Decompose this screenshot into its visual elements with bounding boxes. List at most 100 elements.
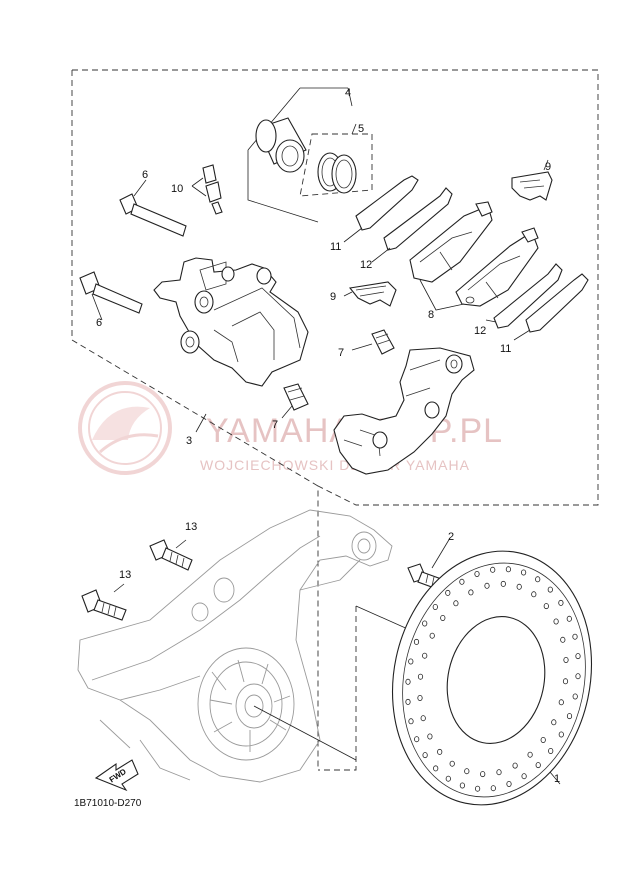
- pad-spring-lower: [343, 281, 397, 307]
- brake-pad-left: [409, 201, 493, 283]
- disc-hole: [408, 718, 414, 725]
- piston: [255, 117, 307, 173]
- disc-hole: [506, 781, 512, 788]
- disc-hole: [422, 752, 428, 759]
- disc-hole: [516, 583, 522, 590]
- disc-hole: [429, 632, 435, 639]
- disc-hole: [547, 586, 553, 593]
- disc-hole: [480, 771, 486, 778]
- disc-hole: [449, 760, 455, 767]
- callout-12-right: 12: [474, 325, 486, 337]
- callout-12-left: 12: [360, 259, 372, 271]
- disc-hole: [474, 785, 481, 792]
- callout-2: 2: [448, 531, 454, 543]
- disc-hole: [422, 620, 428, 627]
- disc-hole: [445, 775, 451, 782]
- disc-hole: [417, 695, 423, 702]
- piston-seals: [317, 152, 357, 194]
- disc-hole: [405, 678, 411, 685]
- caliper-assembly-boundary: [71, 69, 599, 770]
- disc-hole: [484, 582, 490, 589]
- callout-13-lower: 13: [119, 569, 131, 581]
- pad-spring-upper: [511, 159, 553, 201]
- callout-7-lower: 7: [272, 419, 278, 431]
- callout-2-leader: [431, 537, 451, 569]
- disc-hole: [543, 603, 549, 610]
- caliper-bracket: [333, 347, 475, 475]
- disc-hole: [548, 748, 554, 755]
- callout-3: 3: [186, 435, 192, 447]
- disc-hole: [453, 600, 459, 607]
- bleed-screw: [191, 164, 223, 215]
- callout-3-leader: [195, 413, 207, 433]
- callout-5-leader: [351, 123, 357, 135]
- axle-centerline: [253, 705, 357, 761]
- callout-13-upper: 13: [185, 521, 197, 533]
- disc-hole: [551, 719, 557, 726]
- callout-11-left: 11: [330, 241, 341, 253]
- disc-holes: [405, 566, 581, 792]
- disc-hole: [490, 566, 496, 573]
- disc-hole: [437, 748, 443, 755]
- callout-6-upper: 6: [142, 169, 148, 181]
- watermark-logo-icon: [78, 381, 172, 475]
- disc-hole: [575, 653, 581, 660]
- disc-hole: [427, 733, 433, 740]
- disc-hole: [540, 737, 546, 744]
- disc-hole: [433, 765, 439, 772]
- disc-hole: [432, 604, 438, 611]
- shim-right: [513, 273, 589, 341]
- disc-hole: [500, 580, 506, 587]
- shim-right-inner: [485, 263, 563, 329]
- callout-8: 8: [428, 309, 434, 321]
- disc-hole: [535, 762, 541, 769]
- disc-hole: [445, 589, 451, 596]
- brake-disc: [391, 550, 593, 806]
- callout-9-upper: 9: [545, 161, 551, 173]
- disc-hole: [558, 599, 564, 606]
- disc-hole: [405, 698, 411, 705]
- disc-boundary-corner: [355, 605, 411, 631]
- slide-pin-upper: [119, 179, 187, 237]
- boot-upper: [351, 329, 395, 355]
- disc-hole: [459, 782, 465, 789]
- disc-hole: [459, 578, 465, 585]
- callout-9-lower: 9: [330, 291, 336, 303]
- disc-hole: [408, 658, 414, 665]
- swingarm: [77, 509, 393, 783]
- disc-hole: [558, 731, 564, 738]
- disc-hole: [496, 769, 502, 776]
- callout-1: 1: [554, 773, 560, 785]
- disc-hole: [531, 591, 537, 598]
- disc-hole: [566, 615, 572, 622]
- callout-13-leader-lower: [113, 583, 125, 593]
- callout-5: 5: [358, 123, 364, 135]
- disc-hole: [420, 715, 426, 722]
- callout-11-right: 11: [500, 343, 511, 355]
- caliper-body: [153, 257, 309, 387]
- disc-hole: [562, 678, 569, 685]
- disc-hole: [566, 713, 573, 720]
- disc-hole: [535, 576, 541, 583]
- bolt-lower-13: [81, 589, 127, 621]
- disc-hole: [417, 673, 424, 680]
- bolt-upper-13: [149, 539, 193, 571]
- diagram-code: 1B71010-D270: [74, 798, 142, 809]
- callout-7-upper: 7: [338, 347, 344, 359]
- callout-10: 10: [171, 183, 183, 195]
- disc-hole: [520, 569, 527, 576]
- boot-lower: [281, 383, 309, 419]
- disc-hole: [440, 615, 446, 622]
- disc-hole: [572, 693, 578, 700]
- disc-boundary: [318, 606, 357, 771]
- callout-4: 4: [345, 87, 351, 99]
- disc-hole: [560, 636, 566, 643]
- slide-pin-lower: [79, 271, 143, 321]
- shim-left-inner: [371, 187, 453, 263]
- disc-hole: [413, 638, 420, 645]
- disc-hole: [474, 571, 480, 578]
- callout-8-leader: [419, 279, 465, 311]
- disc-hole: [527, 751, 533, 758]
- fwd-arrow-icon: FWD: [94, 759, 139, 792]
